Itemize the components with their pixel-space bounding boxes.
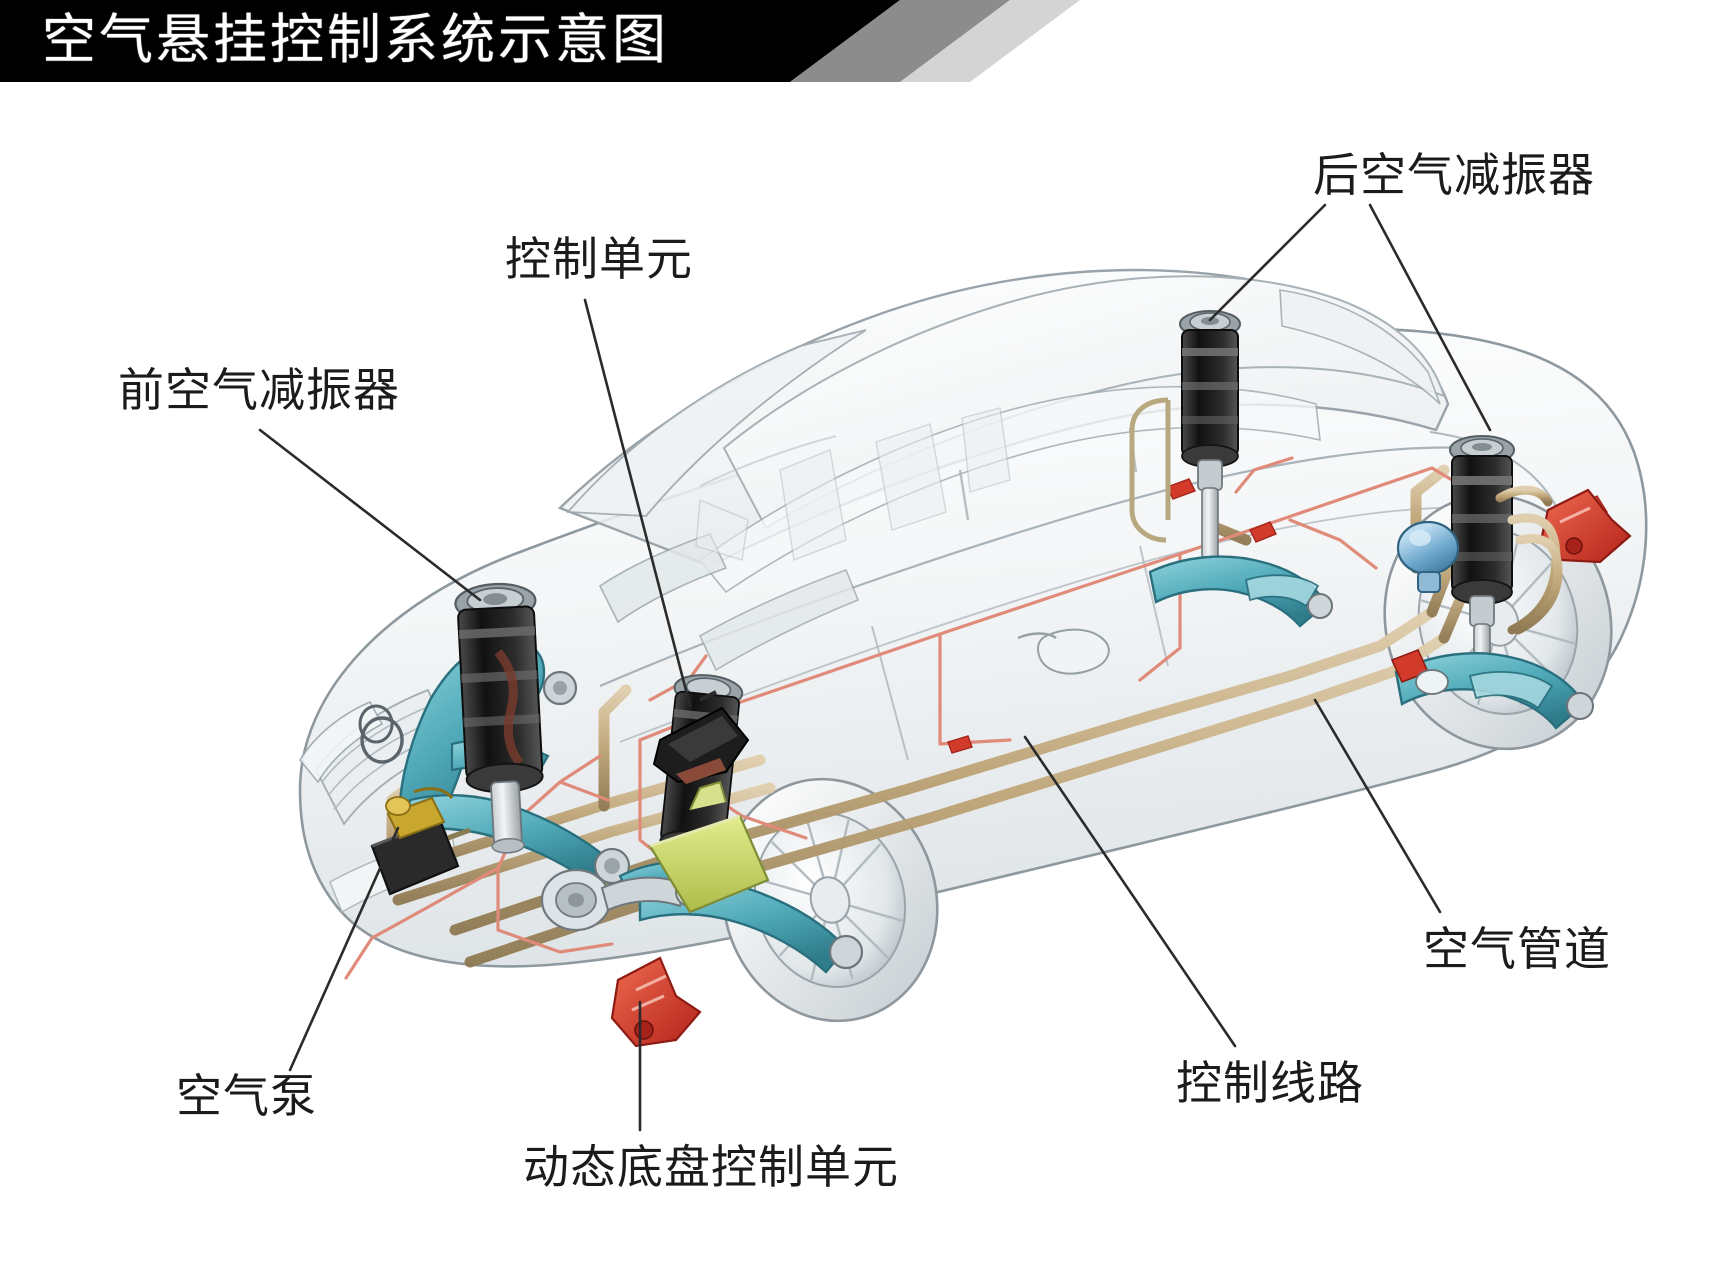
label-control-wiring: 控制线路 — [1176, 1057, 1364, 1109]
label-control-unit: 控制单元 — [505, 233, 693, 285]
label-rear-air-damper: 后空气减振器 — [1313, 149, 1595, 201]
banner-shape — [0, 0, 1080, 82]
banner-light-stripe — [900, 0, 1080, 82]
banner-gray-stripe — [790, 0, 1010, 82]
banner-black-block — [0, 0, 900, 82]
label-air-line: 空气管道 — [1423, 923, 1611, 975]
title-banner: 空气悬挂控制系统示意图 — [0, 0, 1080, 82]
label-air-pump: 空气泵 — [176, 1070, 317, 1122]
label-front-air-damper: 前空气减振器 — [118, 364, 400, 416]
page-title: 空气悬挂控制系统示意图 — [42, 10, 669, 70]
label-dynamic-chassis-control-unit: 动态底盘控制单元 — [523, 1141, 899, 1193]
